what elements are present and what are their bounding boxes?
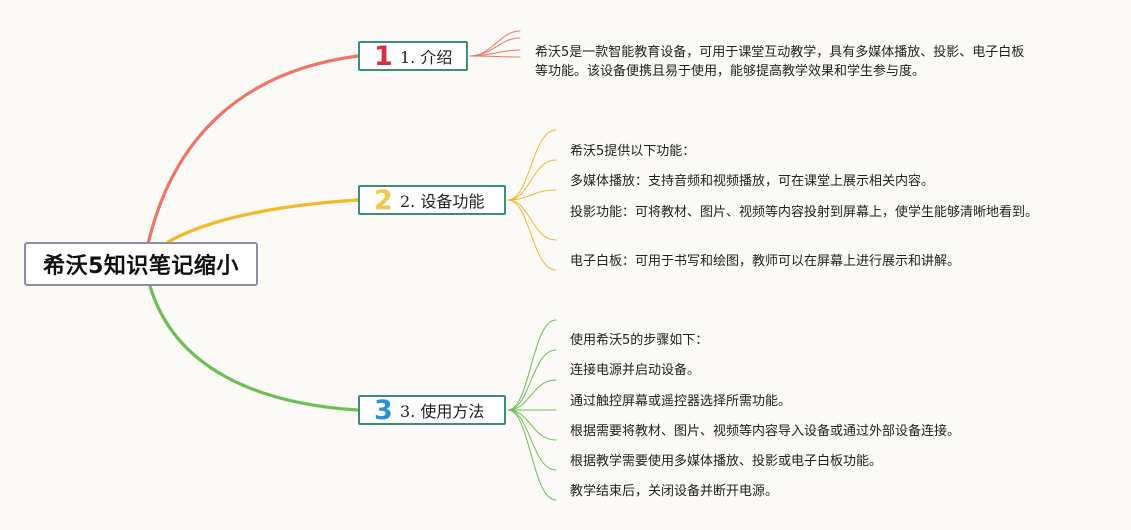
connector-branch-2-leaf-2 <box>507 189 557 201</box>
root-topic-title: 希沃5知识笔记缩小 <box>43 254 239 279</box>
branch-label: 1. 介绍 <box>400 48 453 67</box>
connector-branch-2-leaf-3 <box>507 199 557 241</box>
leaf-features-heading: 希沃5提供以下功能： <box>570 144 696 159</box>
number-three-badge-icon: 3 <box>374 394 393 426</box>
leaf-step-use: 根据教学需要使用多媒体播放、投影或电子白板功能。 <box>570 454 883 469</box>
connector-branch-1-leaf-3 <box>469 55 521 58</box>
leaf-step-shutdown: 教学结束后，关闭设备并断开电源。 <box>570 484 779 499</box>
leaf-step-power: 连接电源并启动设备。 <box>570 363 701 378</box>
branch-introduction[interactable]: 1 1. 介绍 <box>358 41 468 71</box>
leaf-steps-heading: 使用希沃5的步骤如下： <box>570 333 709 348</box>
leaf-multimedia: 多媒体播放：支持音频和视频播放，可在课堂上展示相关内容。 <box>570 174 935 189</box>
connector-root-branch-3 <box>148 284 360 412</box>
number-two-badge-icon: 2 <box>374 184 393 216</box>
leaf-projection: 投影功能：可将教材、图片、视频等内容投射到屏幕上，使学生能够清晰地看到。 <box>570 205 1039 220</box>
leaf-step-import: 根据需要将教材、图片、视频等内容导入设备或通过外部设备连接。 <box>570 424 961 439</box>
connector-branch-3-leaf-0 <box>507 319 557 411</box>
branch-usage-method[interactable]: 3 3. 使用方法 <box>358 395 506 425</box>
connector-branch-3-leaf-4 <box>507 409 557 441</box>
leaf-step-select: 通过触控屏幕或遥控器选择所需功能。 <box>570 394 792 409</box>
connector-branch-3-leaf-6 <box>507 409 557 501</box>
branch-label: 3. 使用方法 <box>400 402 485 421</box>
leaf-whiteboard: 电子白板：可用于书写和绘图，教师可以在屏幕上进行展示和讲解。 <box>570 254 961 269</box>
connector-root-branch-1 <box>146 54 360 246</box>
number-one-badge-icon: 1 <box>374 40 393 72</box>
root-topic[interactable]: 希沃5知识笔记缩小 <box>24 242 258 286</box>
connector-root-branch-2 <box>166 198 360 244</box>
branch-label: 2. 设备功能 <box>400 192 485 211</box>
branch-device-features[interactable]: 2 2. 设备功能 <box>358 185 506 215</box>
connector-branch-2-leaf-0 <box>507 129 557 201</box>
connector-branch-2-leaf-1 <box>507 159 557 201</box>
connector-branch-2-leaf-4 <box>507 199 557 271</box>
connector-branch-1-leaf-0 <box>469 30 521 57</box>
leaf-intro-text: 希沃5是一款智能教育设备，可用于课堂互动教学，具有多媒体播放、投影、电子白板等功… <box>535 45 1025 79</box>
connector-branch-3-leaf-5 <box>507 409 557 471</box>
connector-branch-3-leaf-1 <box>507 349 557 411</box>
connector-branch-3-leaf-2 <box>507 379 557 411</box>
